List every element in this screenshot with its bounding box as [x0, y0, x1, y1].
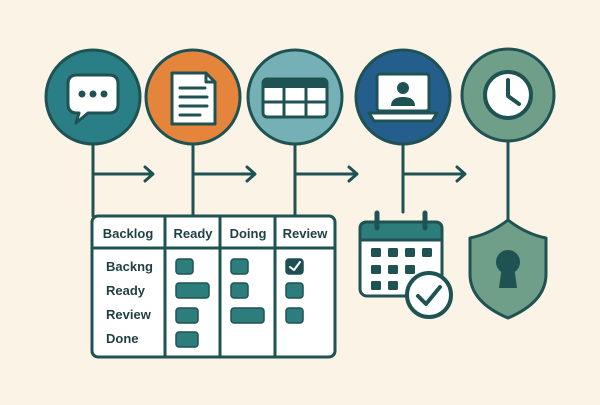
column-header-backlog: Backlog	[103, 226, 154, 241]
task-card[interactable]	[285, 282, 304, 299]
row-label-ready: Ready	[106, 283, 146, 298]
shield-keyhole-icon	[468, 218, 548, 320]
arrow-head-2	[245, 165, 257, 183]
arrow-head-4	[455, 165, 467, 183]
step-circle-1	[44, 48, 142, 146]
column-header-ready: Ready	[173, 226, 213, 241]
arrow-head-3	[347, 165, 359, 183]
clock-icon	[483, 70, 533, 120]
column-header-review: Review	[283, 226, 329, 241]
step-circle-2	[144, 48, 242, 146]
task-card[interactable]	[285, 307, 304, 324]
task-card[interactable]	[230, 258, 249, 275]
calendar-check-icon	[358, 210, 453, 319]
task-card[interactable]	[175, 282, 210, 299]
kanban-board: Backlog Ready Doing Review Backng Ready …	[90, 214, 337, 359]
step-circle-4	[354, 48, 452, 146]
column-header-doing: Doing	[230, 226, 267, 241]
task-card[interactable]	[230, 282, 249, 299]
connectors	[91, 138, 510, 224]
task-card[interactable]	[175, 331, 199, 348]
arrow-head-1	[143, 165, 155, 183]
row-label-backlog: Backng	[106, 259, 153, 274]
laptop-user-icon	[367, 72, 439, 123]
checkmark-icon	[289, 261, 301, 271]
document-icon	[170, 71, 217, 126]
task-card[interactable]	[175, 258, 194, 275]
task-card[interactable]	[175, 307, 199, 324]
step-circle-3	[246, 48, 344, 146]
table-grid-icon	[261, 77, 329, 119]
row-label-review: Review	[106, 307, 152, 322]
checked-task-card[interactable]	[285, 258, 304, 275]
step-circle-5	[460, 47, 556, 143]
row-label-done: Done	[106, 331, 139, 346]
task-card[interactable]	[230, 307, 265, 324]
chat-bubble-icon	[66, 73, 120, 125]
